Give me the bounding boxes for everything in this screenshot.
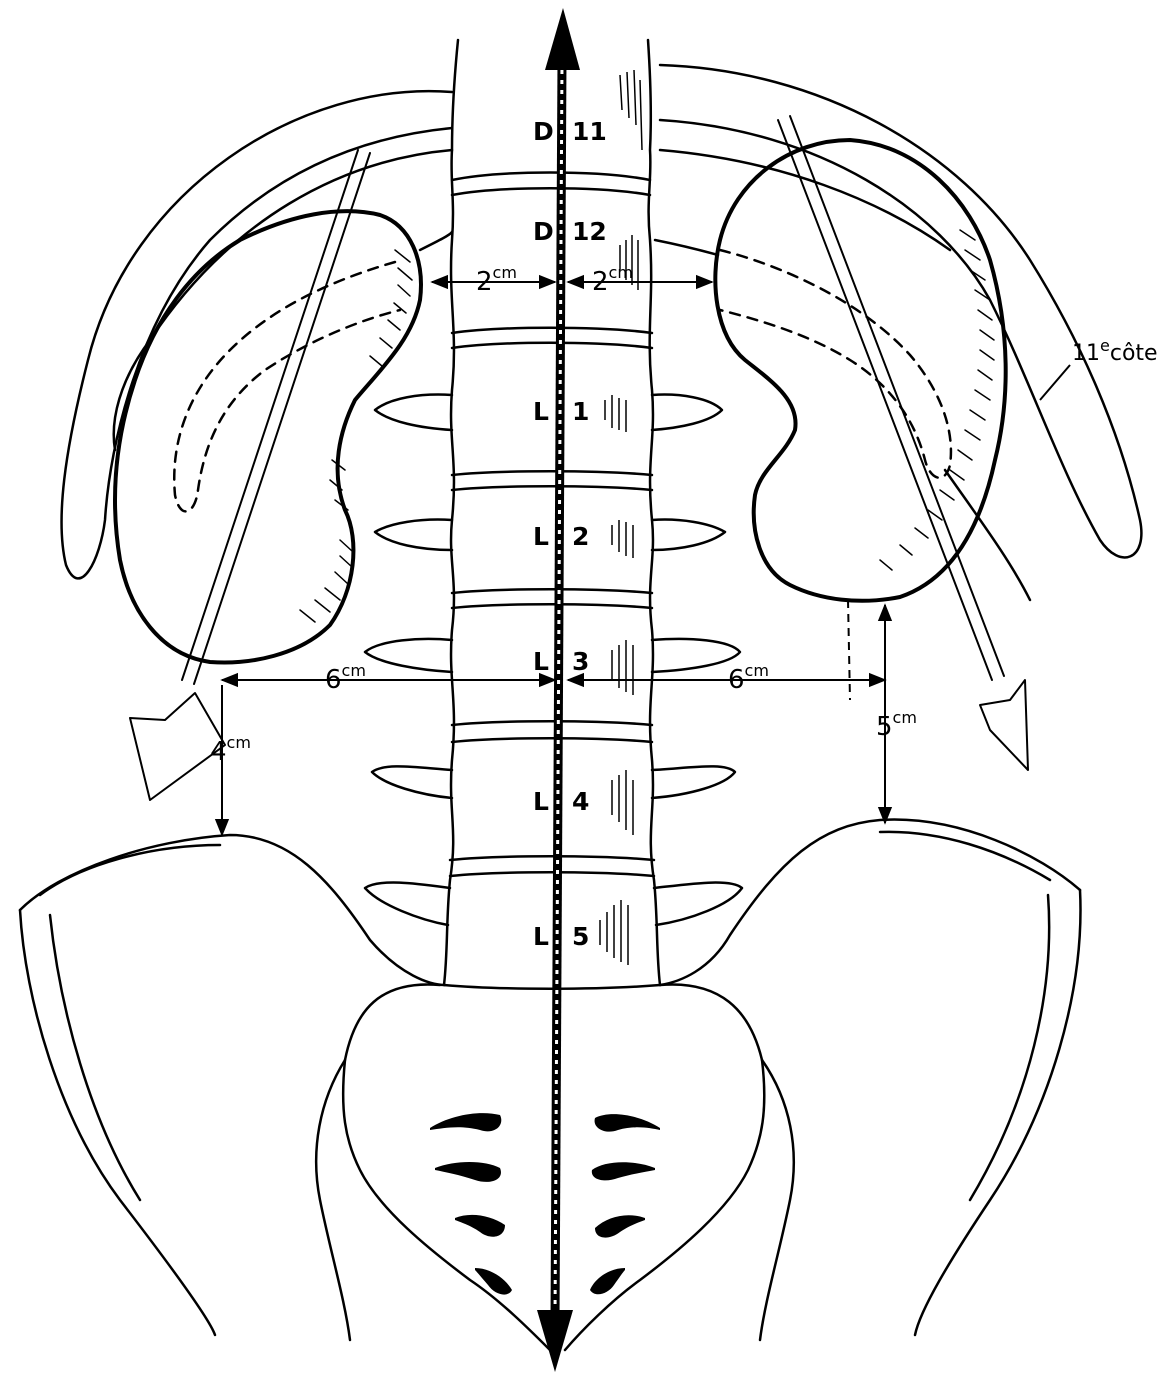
label-l3-number: 3 (572, 647, 589, 676)
label-l2-letter: L (533, 522, 549, 551)
rib-left-outer (62, 91, 452, 578)
kidney-left (115, 211, 421, 662)
rib-label: 11ecôte (1072, 336, 1158, 366)
kidney-right (715, 140, 1005, 601)
pelvis-left-wing (20, 910, 215, 1335)
axis-top-arrowhead (545, 8, 580, 70)
label-l5-letter: L (533, 922, 549, 951)
label-l5-number: 5 (572, 922, 589, 951)
spine-left-edge (444, 40, 458, 985)
rib-right-inner (660, 150, 950, 250)
sacral-foramina (430, 1113, 660, 1294)
measurement-lines (222, 282, 1070, 835)
rib-right-lower (655, 240, 718, 255)
label-d11-number: 11 (572, 117, 607, 146)
meas-left-pelvis: 4cm (210, 733, 251, 767)
label-l1-number: 1 (572, 397, 589, 426)
label-d12-number: 12 (572, 217, 607, 246)
spine-right-edge (648, 40, 660, 985)
pelvis-left-crest (20, 835, 445, 985)
pelvis-right-wing-inner (970, 895, 1049, 1200)
label-l4-letter: L (533, 787, 549, 816)
sacrum-left-ala (316, 1060, 350, 1340)
rib-left-inner (114, 150, 452, 450)
kidney-hatching (300, 230, 994, 622)
label-l3-letter: L (533, 647, 549, 676)
rib-left-lower (420, 232, 452, 250)
meas-right-lower: 6cm (728, 661, 769, 695)
meas-left-upper: 2cm (476, 263, 517, 297)
kidney-right-pelvis (720, 250, 951, 478)
meas-right-pelvis: 5cm (876, 708, 917, 742)
meas-right-upper: 2cm (592, 263, 633, 297)
pelvis-right-crest-inner (880, 832, 1050, 880)
vertebra-labels: D 11 D 12 L 1 L 2 L 3 L 4 L 5 (533, 117, 607, 951)
pelvis-right-wing (915, 890, 1080, 1335)
label-d11-letter: D (533, 117, 554, 146)
vertebra-shading (600, 70, 642, 965)
median-axis (537, 8, 580, 1372)
meas-left-lower: 6cm (325, 661, 366, 695)
label-l4-number: 4 (572, 787, 589, 816)
label-d12-letter: D (533, 217, 554, 246)
label-l2-number: 2 (572, 522, 589, 551)
label-l1-letter: L (533, 397, 549, 426)
pelvis-left-wing-inner (50, 915, 140, 1200)
rib-right-outer (660, 65, 1141, 557)
